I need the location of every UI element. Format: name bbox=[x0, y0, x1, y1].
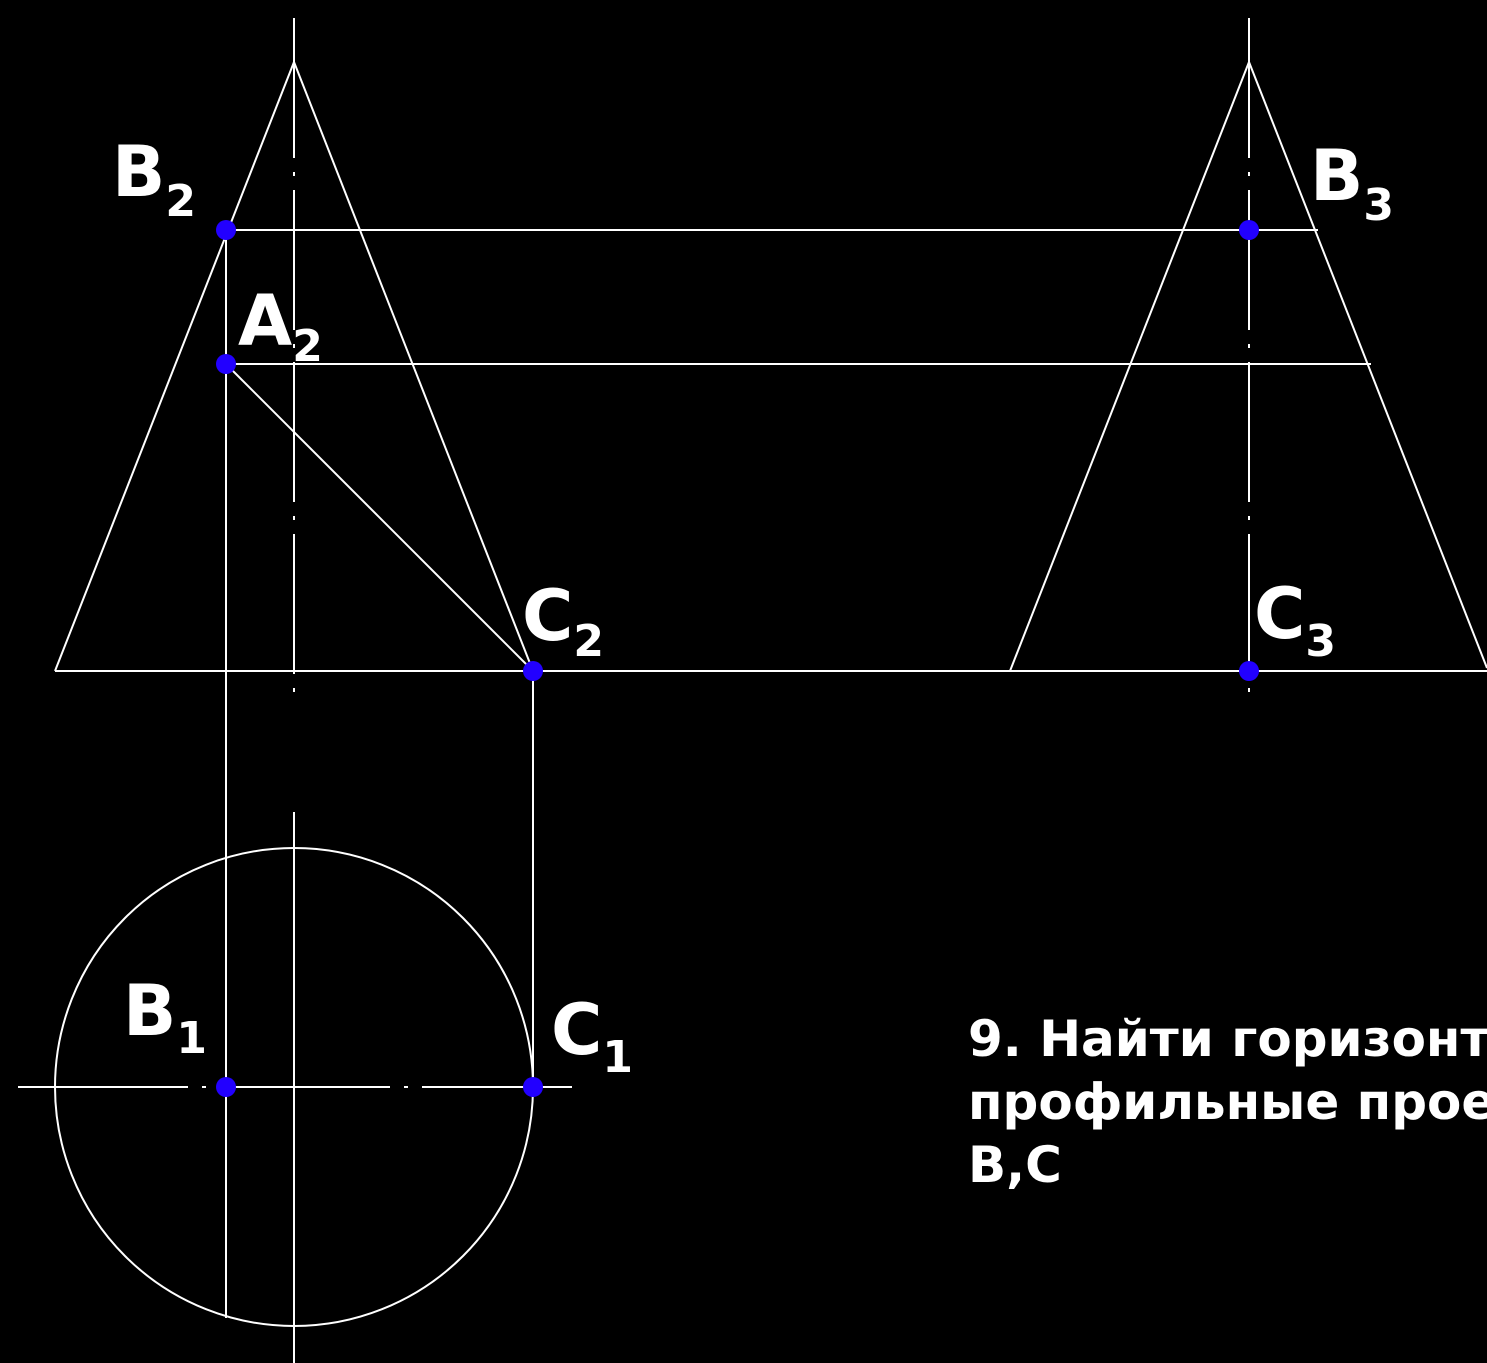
front-cone-left-generatrix bbox=[54, 61, 295, 672]
point-b2 bbox=[216, 220, 236, 240]
label-b3: B3 bbox=[1310, 135, 1394, 231]
point-labels: B2 A2 C2 B3 C3 B1 C1 bbox=[112, 131, 1394, 1083]
front-cone-right-generatrix bbox=[293, 61, 534, 672]
task-line-1: 9. Найти горизонт bbox=[968, 1010, 1487, 1068]
label-c3: C3 bbox=[1254, 573, 1336, 667]
point-c3 bbox=[1239, 661, 1259, 681]
task-line-3: B,C bbox=[968, 1136, 1062, 1194]
label-a2: A2 bbox=[238, 280, 323, 372]
construction-lines bbox=[225, 229, 1371, 1318]
point-c2 bbox=[523, 661, 543, 681]
label-c1: C1 bbox=[551, 989, 633, 1083]
axis-lines bbox=[18, 18, 1250, 1363]
label-b1: B1 bbox=[123, 970, 207, 1064]
a-c-diagonal bbox=[225, 363, 534, 672]
profile-cone-left-generatrix bbox=[1009, 61, 1250, 672]
front-cone bbox=[54, 61, 534, 672]
points bbox=[216, 220, 1259, 1097]
point-b1 bbox=[216, 1077, 236, 1097]
task-line-2: профильные прое bbox=[968, 1073, 1487, 1131]
label-b2: B2 bbox=[112, 131, 196, 227]
label-c2: C2 bbox=[522, 575, 604, 667]
point-c1 bbox=[523, 1077, 543, 1097]
point-a2 bbox=[216, 354, 236, 374]
point-b3 bbox=[1239, 220, 1259, 240]
